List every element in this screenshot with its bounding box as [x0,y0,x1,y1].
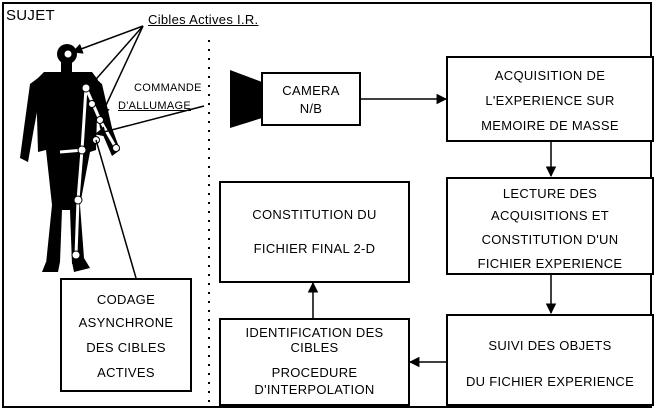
camera-box-line2: N/B [263,101,359,116]
acquisition-box-line2: L'EXPERIENCE SUR [448,93,652,108]
codage-box-line4: ACTIVES [62,365,190,380]
codage-link-line [96,140,136,278]
lecture-box-line2: ACQUISITIONS ET [448,208,652,223]
constitution-box-line1: CONSTITUTION DU [221,207,408,222]
codage-box-line1: CODAGE [62,292,190,307]
identification-box-line3: PROCEDURE [221,365,408,380]
cibles-actives-label: Cibles Actives I.R. [148,12,258,27]
identification-box-line2: CIBLES [221,340,408,355]
constitution-box: CONSTITUTION DU FICHIER FINAL 2-D [219,181,410,283]
acquisition-box-line3: MEMOIRE DE MASSE [448,118,652,133]
camera-box: CAMERA N/B [261,72,361,126]
identification-box-line4: D'INTERPOLATION [221,382,408,397]
acquisition-box-line1: ACQUISITION DE [448,68,652,83]
suivi-box-line2: DU FICHIER EXPERIENCE [448,374,652,389]
acquisition-box: ACQUISITION DE L'EXPERIENCE SUR MEMOIRE … [446,56,654,142]
subject-silhouette [20,44,120,272]
camera-box-line1: CAMERA [263,83,359,98]
commande-label-line2: D'ALLUMAGE [118,100,191,112]
identification-box: IDENTIFICATION DES CIBLES PROCEDURE D'IN… [219,318,410,406]
camera-lens-icon [230,70,262,128]
codage-box: CODAGE ASYNCHRONE DES CIBLES ACTIVES [60,278,192,392]
lecture-box-line3: CONSTITUTION D'UN [448,232,652,247]
codage-box-line2: ASYNCHRONE [62,315,190,330]
commande-label-line1: COMMANDE [134,82,202,94]
identification-box-line1: IDENTIFICATION DES [221,325,408,340]
lecture-box: LECTURE DES ACQUISITIONS ET CONSTITUTION… [446,177,654,275]
lecture-box-line1: LECTURE DES [448,186,652,201]
lecture-box-line4: FICHIER EXPERIENCE [448,256,652,271]
codage-box-line3: DES CIBLES [62,340,190,355]
suivi-box: SUIVI DES OBJETS DU FICHIER EXPERIENCE [446,314,654,406]
sujet-label: SUJET [6,7,55,24]
constitution-box-line2: FICHIER FINAL 2-D [221,241,408,256]
suivi-box-line1: SUIVI DES OBJETS [448,338,652,353]
